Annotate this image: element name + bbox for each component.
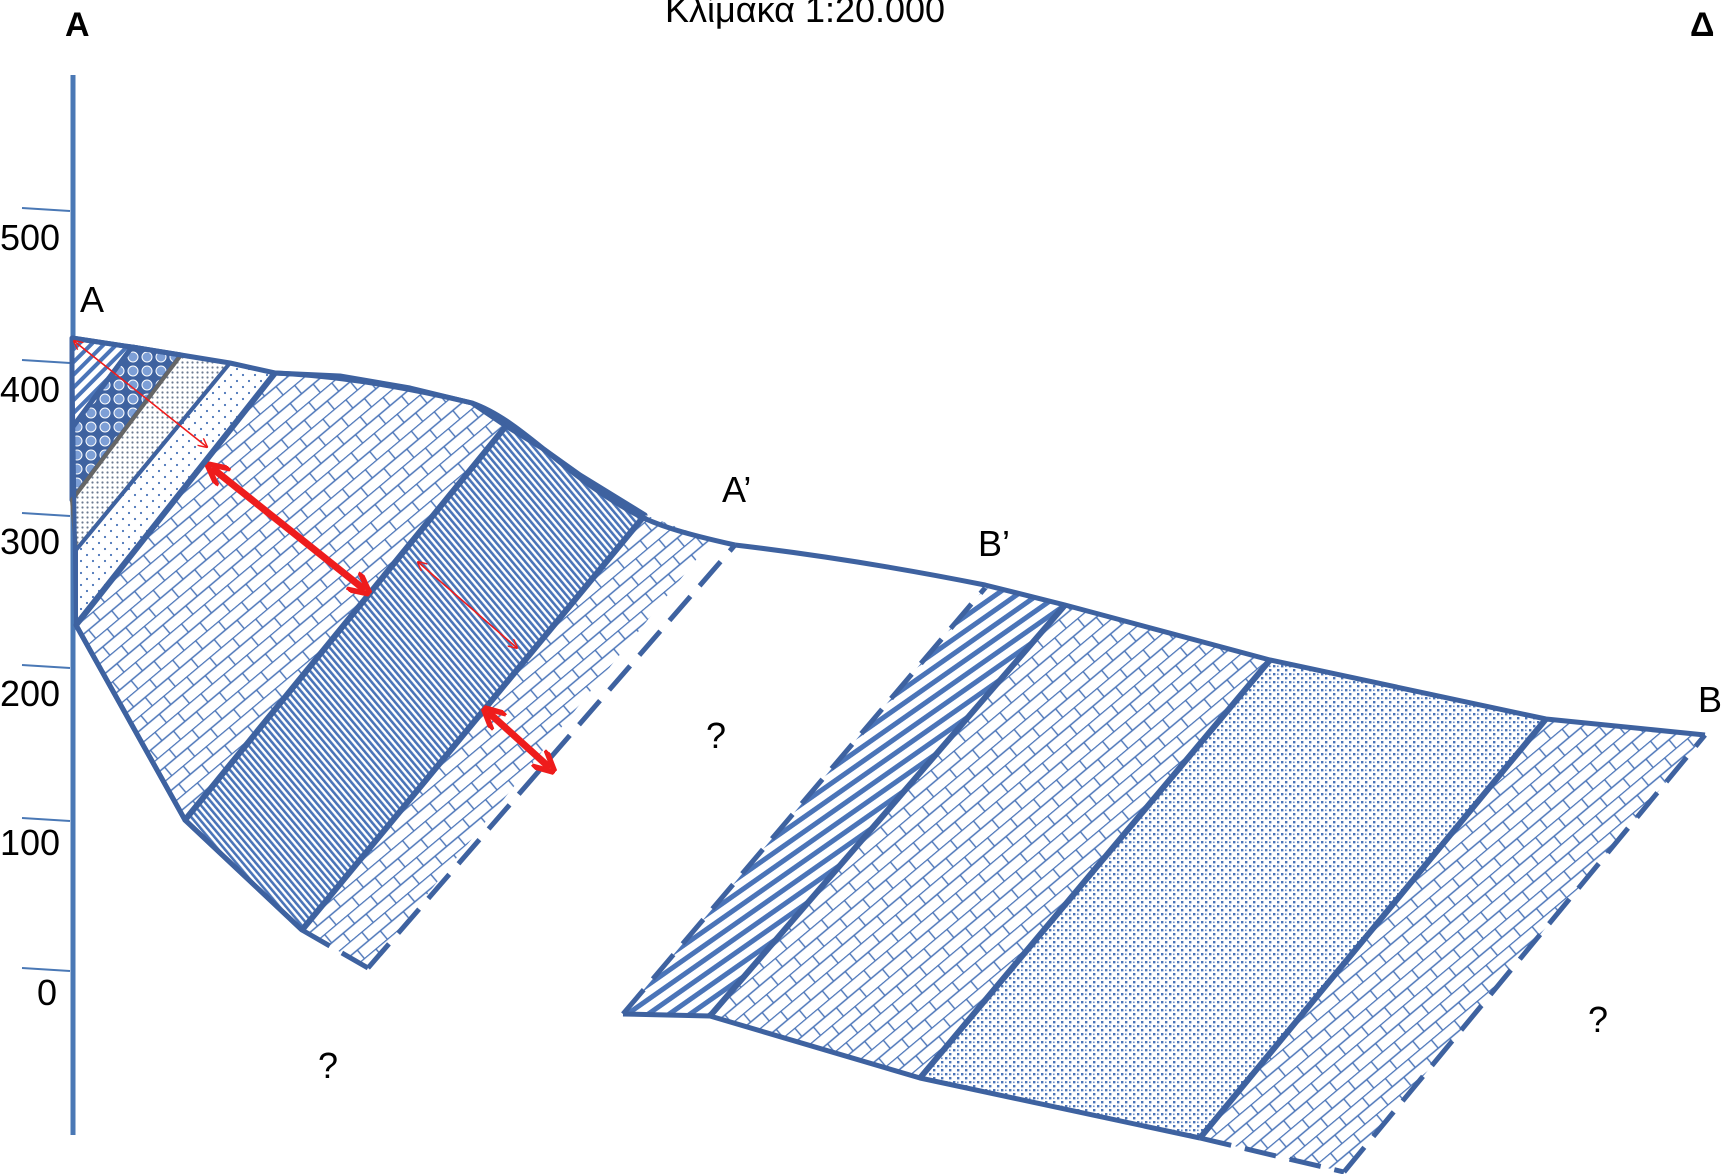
contact-line-5-dashed bbox=[621, 586, 987, 1016]
left-block bbox=[69, 335, 737, 971]
elevation-axis: 500 400 300 200 100 0 bbox=[0, 75, 76, 1135]
tick-500 bbox=[21, 207, 71, 212]
tick-100 bbox=[21, 817, 71, 822]
right-block bbox=[621, 542, 1707, 1174]
right-base-dashed bbox=[1199, 1135, 1345, 1174]
unknown-mark-1: ? bbox=[706, 715, 726, 756]
scale-title: Κλίμακα 1:20.000 bbox=[665, 0, 945, 30]
point-label-b: B bbox=[1698, 679, 1722, 720]
point-label-b-prime: B’ bbox=[978, 523, 1010, 564]
layer-stipple bbox=[920, 660, 1546, 1138]
right-surface bbox=[734, 542, 1706, 738]
contact-line-7 bbox=[917, 658, 1273, 1080]
left-surface bbox=[71, 335, 736, 548]
left-corner-label: Α bbox=[65, 6, 90, 44]
left-base-dashed bbox=[300, 927, 370, 971]
tick-0 bbox=[21, 967, 71, 972]
layer-brick-4 bbox=[1200, 719, 1705, 1172]
tick-200 bbox=[21, 664, 71, 669]
thin-arrow-middle bbox=[418, 562, 517, 648]
point-label-a-prime: A’ bbox=[722, 469, 751, 510]
right-corner-label: Δ bbox=[1690, 6, 1714, 44]
tick-300 bbox=[21, 512, 71, 517]
right-base bbox=[622, 1011, 1201, 1141]
tick-400 bbox=[21, 359, 71, 364]
tick-label-300: 300 bbox=[0, 521, 60, 562]
contact-line-1 bbox=[73, 371, 278, 627]
tick-label-0: 0 bbox=[37, 972, 57, 1013]
contact-line-2 bbox=[182, 424, 509, 822]
contact-line-8 bbox=[1197, 717, 1549, 1140]
contact-line-3 bbox=[299, 513, 648, 932]
contact-line-9-dashed bbox=[1342, 733, 1707, 1174]
bold-arrow-upper bbox=[212, 468, 365, 590]
bold-arrow-lower bbox=[488, 712, 550, 768]
unknown-mark-3: ? bbox=[1588, 999, 1608, 1040]
tick-label-200: 200 bbox=[0, 673, 60, 714]
layer-brick-3 bbox=[710, 605, 1270, 1078]
tick-label-400: 400 bbox=[0, 369, 60, 410]
layer-horizontal-lines bbox=[623, 588, 1065, 1016]
point-label-a: A bbox=[80, 279, 104, 320]
tick-label-100: 100 bbox=[0, 822, 60, 863]
contact-line-6 bbox=[707, 603, 1068, 1018]
thin-arrow-top bbox=[74, 341, 207, 447]
thickness-arrows bbox=[74, 341, 550, 768]
tick-label-500: 500 bbox=[0, 217, 60, 258]
unknown-mark-2: ? bbox=[318, 1045, 338, 1086]
